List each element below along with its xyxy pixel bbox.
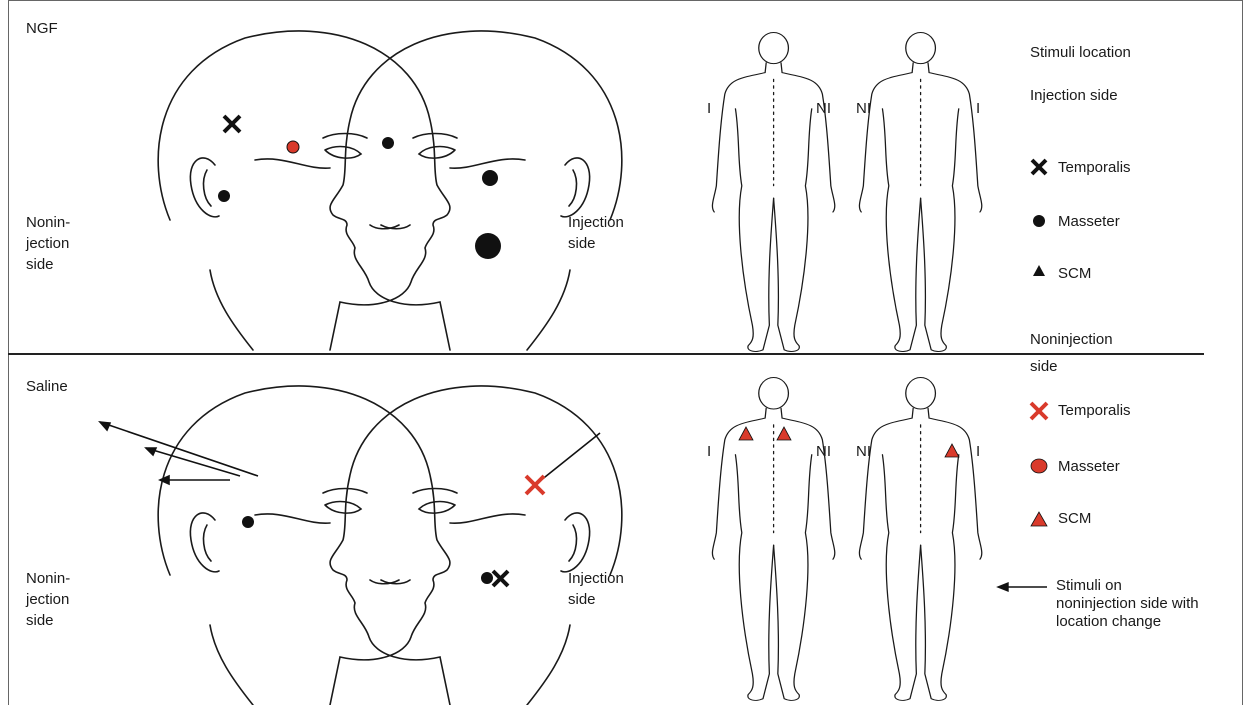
top-temporalis-cross-marker — [224, 116, 240, 132]
bottom-masseter-left-marker — [242, 516, 254, 528]
legend-noninjection-scm-label: SCM — [1058, 508, 1091, 529]
bottom-body-back — [712, 377, 834, 700]
legend-injection-masseter-label: Masseter — [1058, 211, 1120, 232]
legend-injection-header: Injection side — [1030, 85, 1118, 106]
top-condition-label: NGF — [26, 18, 58, 39]
legend-injection-scm-label: SCM — [1058, 263, 1091, 284]
bottom-front-right-tag: I — [976, 441, 980, 462]
top-right-side-label: Injection side — [568, 212, 624, 254]
top-right-head — [330, 31, 622, 350]
top-masseter-red-marker — [287, 141, 299, 153]
legend-injection-cross-icon — [1032, 160, 1046, 174]
stimuli-note-text: Stimuli on noninjection side with locati… — [1056, 577, 1199, 631]
legend-injection-temporalis-label: Temporalis — [1058, 157, 1131, 178]
legend-noninjection-cross-icon — [1031, 403, 1047, 419]
bottom-left-head — [158, 386, 450, 705]
top-back-right-tag: NI — [816, 98, 831, 119]
bottom-left-arrows — [100, 422, 258, 484]
top-masseter-right-marker — [482, 170, 498, 186]
legend-injection-circle-icon — [1033, 215, 1045, 227]
top-scm-large-marker — [475, 233, 501, 259]
bottom-right-side-label: Injection side — [568, 568, 624, 610]
legend-noninjection-temporalis-label: Temporalis — [1058, 400, 1131, 421]
bottom-body-front — [859, 377, 981, 700]
legend-noninjection-circle-icon — [1031, 459, 1047, 473]
bottom-back-scm-marker-left — [739, 427, 753, 440]
top-front-right-tag: I — [976, 98, 980, 119]
bottom-front-scm-marker — [945, 444, 959, 457]
top-left-side-label: Nonin- jection side — [26, 212, 70, 275]
bottom-condition-label: Saline — [26, 376, 68, 397]
legend-injection-triangle-icon — [1033, 265, 1045, 276]
bottom-right-head — [330, 386, 622, 705]
legend-noninjection-header: Noninjection side — [1030, 326, 1113, 380]
bottom-back-right-tag: NI — [816, 441, 831, 462]
top-back-left-tag: I — [707, 98, 711, 119]
top-right-eye-marker — [382, 137, 394, 149]
bottom-back-scm-marker-right — [777, 427, 791, 440]
bottom-front-left-tag: NI — [856, 441, 871, 462]
bottom-noninjection-temporalis-marker — [526, 433, 600, 494]
top-left-head — [158, 31, 450, 350]
legend-title: Stimuli location — [1030, 42, 1131, 63]
top-front-left-tag: NI — [856, 98, 871, 119]
top-body-back — [712, 32, 834, 351]
bottom-left-side-label: Nonin- jection side — [26, 568, 70, 631]
legend-noninjection-triangle-icon — [1031, 512, 1047, 526]
bottom-back-left-tag: I — [707, 441, 711, 462]
top-body-front — [859, 32, 981, 351]
top-masseter-left-marker — [218, 190, 230, 202]
legend-noninjection-masseter-label: Masseter — [1058, 456, 1120, 477]
stimuli-note-arrow — [998, 583, 1047, 591]
bottom-scm-marker — [481, 571, 508, 586]
